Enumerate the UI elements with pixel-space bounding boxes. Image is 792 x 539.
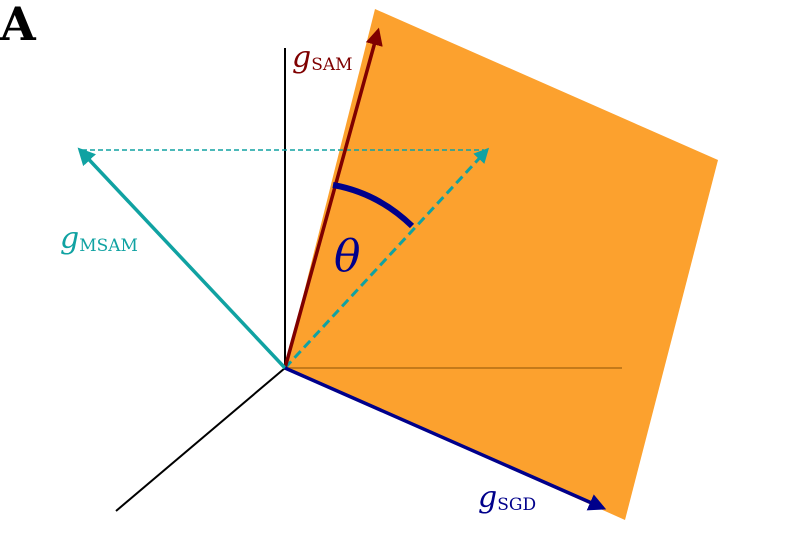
g-sgd-subscript: SGD — [497, 495, 536, 515]
g-sam-vector — [283, 27, 383, 369]
gradient-plane — [285, 9, 718, 520]
g-sam-symbol: g — [292, 40, 311, 75]
g-sgd-label: gSGD — [478, 480, 536, 515]
axis-diagonal — [115, 367, 286, 512]
g-msam-subscript: MSAM — [79, 236, 138, 256]
g-msam-label: gMSAM — [60, 221, 138, 256]
g-msam-vector — [77, 147, 287, 370]
theta-label: θ — [334, 231, 361, 282]
theta-arc — [332, 182, 415, 229]
dashed-projection-arrow — [283, 147, 490, 370]
panel-label: A — [0, 0, 37, 51]
g-sam-subscript: SAM — [311, 55, 352, 75]
g-sgd-vector — [284, 366, 607, 511]
g-sam-label: gSAM — [292, 40, 353, 75]
g-sgd-symbol: g — [478, 480, 497, 515]
g-msam-symbol: g — [60, 221, 79, 256]
